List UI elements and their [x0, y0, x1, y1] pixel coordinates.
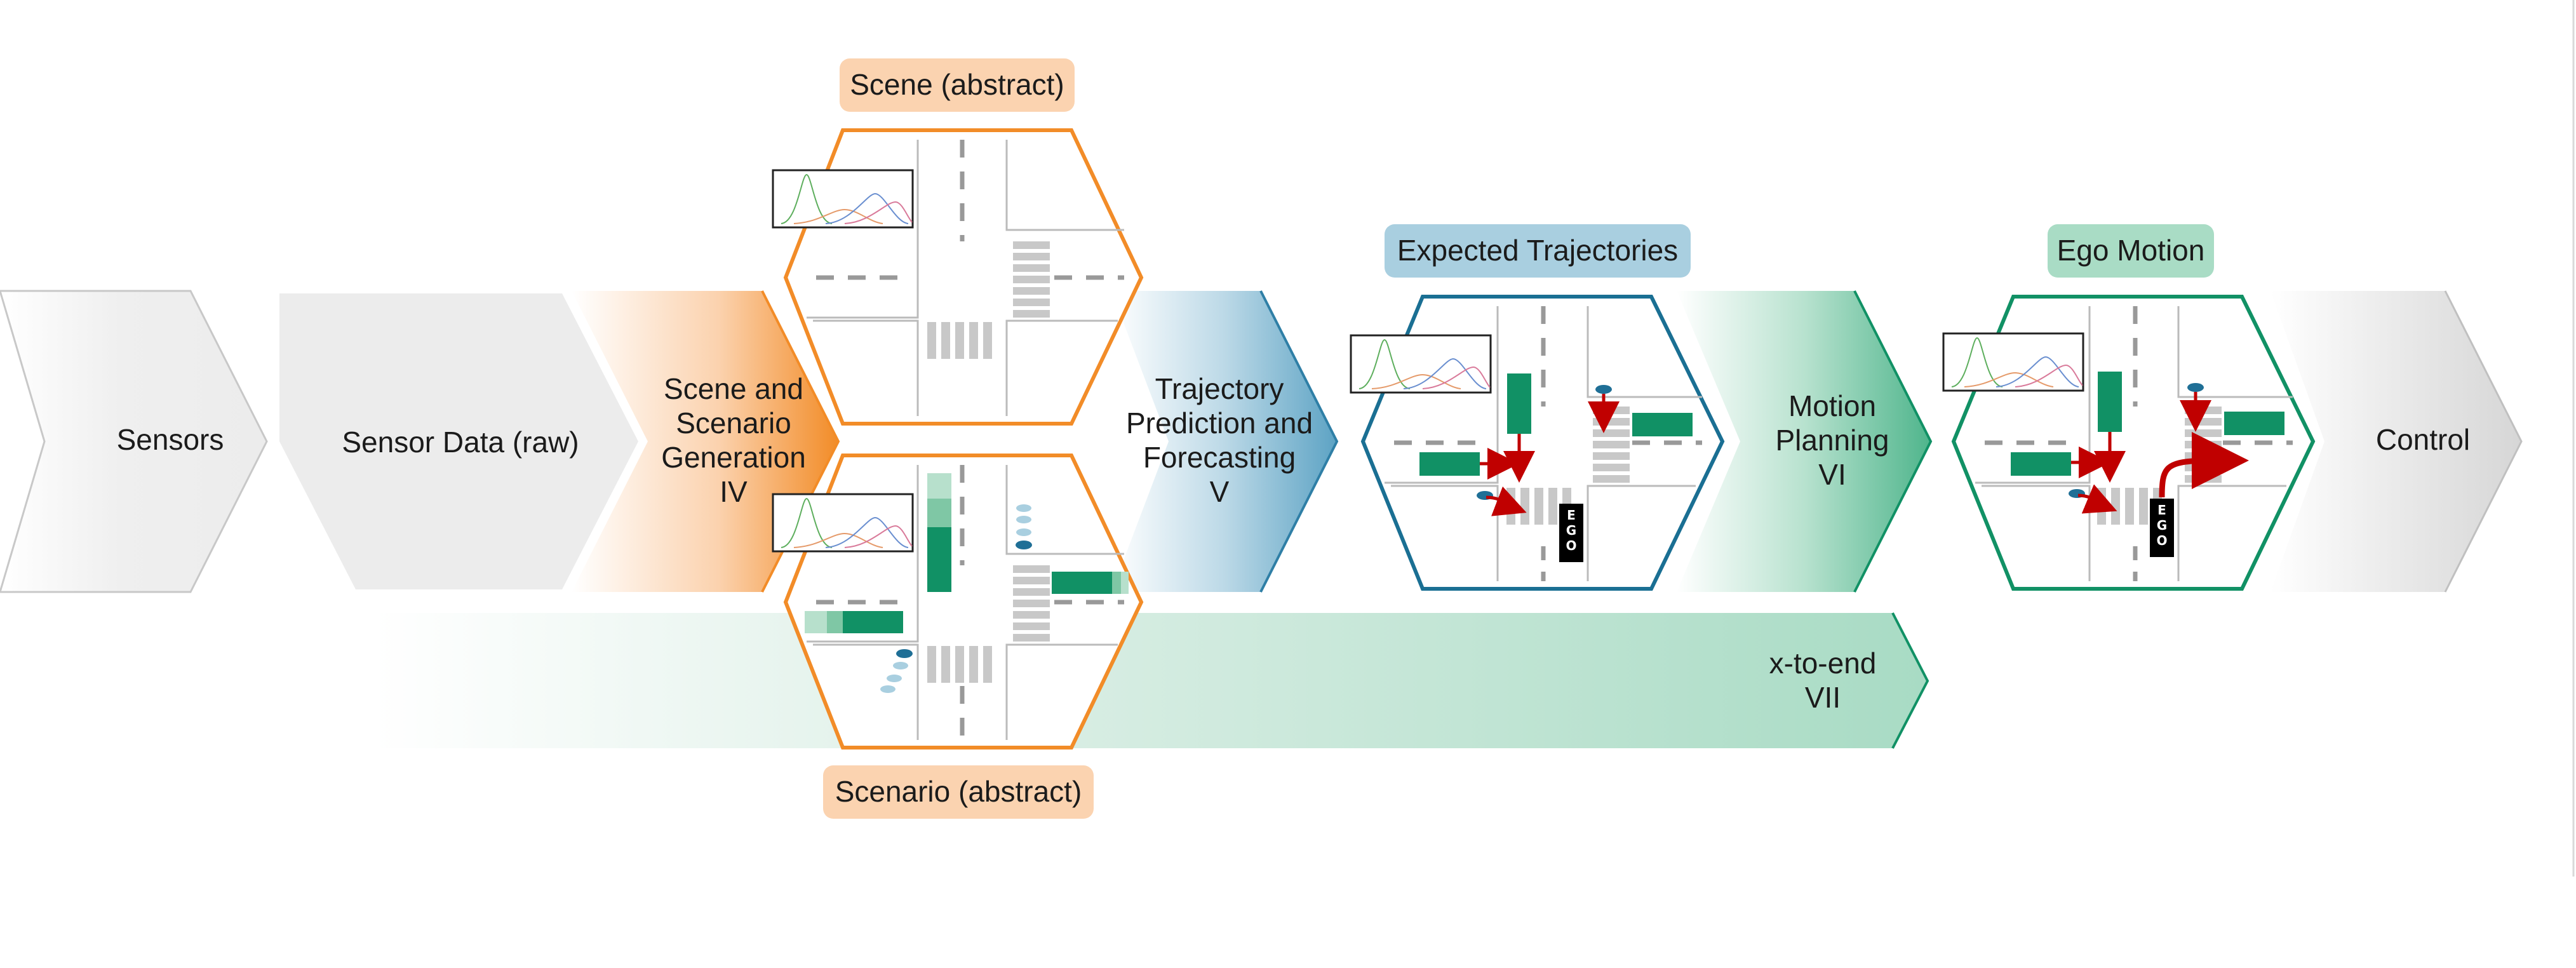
- svg-text:O: O: [2156, 533, 2167, 548]
- svg-text:Scene (abstract): Scene (abstract): [850, 68, 1064, 101]
- expected-trajectories-label-pill: Expected Trajectories: [1385, 224, 1691, 278]
- svg-text:Trajectory: Trajectory: [1155, 372, 1284, 405]
- svg-text:Motion: Motion: [1788, 389, 1876, 422]
- sensor-data-chevron: [279, 293, 638, 589]
- scene-generation-label: Scene and Scenario Generation IV: [661, 372, 806, 508]
- x-to-end-label: x-to-end VII: [1769, 647, 1877, 714]
- svg-text:Prediction and: Prediction and: [1126, 407, 1313, 440]
- svg-text:Forecasting: Forecasting: [1143, 441, 1296, 474]
- svg-text:Scene and: Scene and: [664, 372, 803, 405]
- x-to-end-arrow: [375, 613, 1928, 748]
- control-label: Control: [2376, 423, 2470, 456]
- svg-text:VI: VI: [1818, 458, 1846, 491]
- svg-text:V: V: [1210, 475, 1230, 508]
- trajectory-chevron: [1111, 291, 1337, 592]
- svg-text:E: E: [1567, 508, 1576, 523]
- svg-text:Planning: Planning: [1775, 424, 1889, 457]
- ego-motion-label-pill: Ego Motion: [2048, 224, 2214, 278]
- trajectory-label: Trajectory Prediction and Forecasting V: [1126, 372, 1313, 508]
- sensors-label: Sensors: [117, 423, 224, 456]
- motion-planning-label: Motion Planning VI: [1775, 389, 1889, 491]
- distribution-plot-inset: [1350, 334, 1492, 394]
- scene-hexagon: [772, 128, 1144, 426]
- distribution-plot-inset: [772, 493, 914, 553]
- scenario-hexagon: [772, 454, 1144, 750]
- svg-text:Expected Trajectories: Expected Trajectories: [1397, 234, 1678, 267]
- sensor-data-label: Sensor Data (raw): [342, 426, 579, 459]
- scene-generation-chevron: [572, 291, 838, 592]
- sensors-chevron: [0, 290, 268, 593]
- expected-trajectories-hexagon: E G O: [1350, 295, 1725, 591]
- svg-text:G: G: [2157, 518, 2167, 533]
- scenario-label-pill: Scenario (abstract): [823, 765, 1094, 819]
- svg-text:x-to-end: x-to-end: [1769, 647, 1877, 680]
- svg-text:G: G: [1566, 523, 1576, 538]
- svg-text:Ego Motion: Ego Motion: [2057, 234, 2205, 267]
- distribution-plot-inset: [772, 169, 914, 229]
- motion-planning-chevron: [1677, 291, 1931, 592]
- svg-text:Scenario: Scenario: [676, 407, 791, 440]
- control-chevron: [2271, 291, 2521, 592]
- svg-text:Generation: Generation: [661, 441, 806, 474]
- svg-text:O: O: [1566, 538, 1576, 553]
- ego-motion-hexagon: E G O: [1942, 295, 2316, 591]
- svg-text:VII: VII: [1805, 681, 1841, 714]
- scene-label-pill: Scene (abstract): [840, 58, 1075, 112]
- svg-text:IV: IV: [720, 475, 748, 508]
- distribution-plot-inset: [1942, 332, 2084, 392]
- svg-text:E: E: [2157, 502, 2166, 518]
- svg-text:Scenario (abstract): Scenario (abstract): [835, 775, 1082, 808]
